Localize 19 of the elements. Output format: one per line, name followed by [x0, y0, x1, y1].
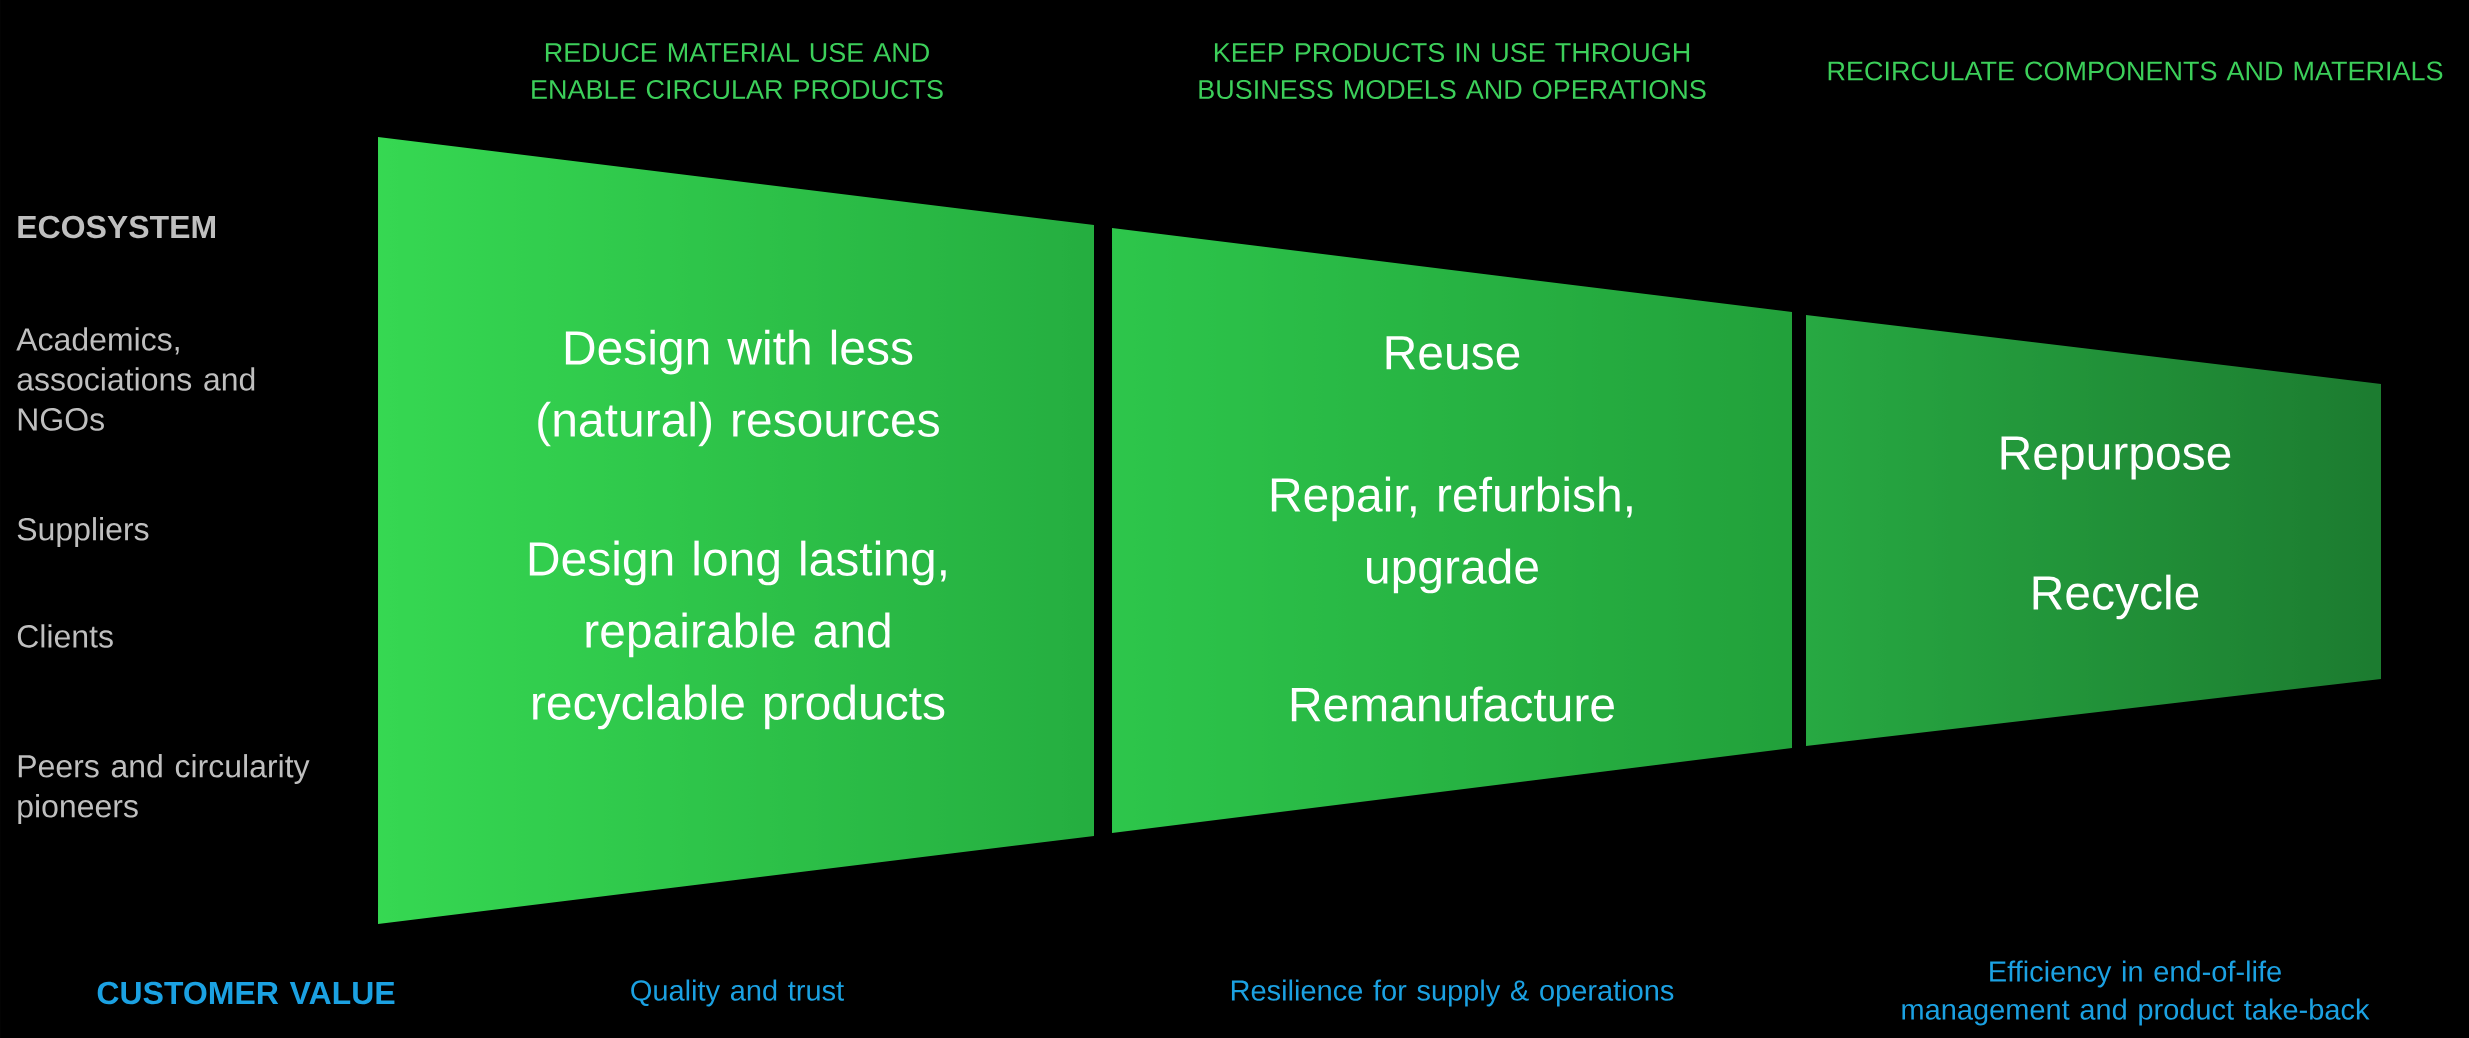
panel-text: Repair, refurbish, upgrade [1271, 476, 1632, 594]
side-heading: ECOSYSTEM [18, 215, 215, 239]
side-heading: CUSTOMER VALUE [97, 981, 395, 1005]
side-label: Academics, associations and NGOs [16, 327, 255, 431]
panel-text: Recycle [2033, 574, 2199, 620]
panel-text: Design long lasting, repairable and recyclable products [529, 540, 946, 730]
value-text: Resilience for supply & operations [1231, 979, 1674, 1007]
side-label: Clients [17, 624, 113, 648]
value-text: Efficiency in end-of-life management and product take-back [1902, 960, 2370, 1026]
column-heading: KEEP PRODUCTS IN USE THROUGH BUSINESS MODELS AND OPERATIONS [1199, 42, 1706, 100]
side-label: Peers and circularity pioneers [18, 754, 310, 824]
side-label: Suppliers [17, 517, 149, 547]
panel-text: Remanufacture [1291, 686, 1614, 722]
column-heading: RECIRCULATE COMPONENTS AND MATERIALS [1828, 61, 2443, 81]
value-text: Quality and trust [631, 979, 844, 1007]
column-heading: REDUCE MATERIAL USE AND ENABLE CIRCULAR PRODUCTS [532, 42, 943, 100]
panel-text: Design with less (natural) resources [538, 329, 939, 447]
panel-text: Repurpose [2001, 436, 2231, 480]
panel-text: Reuse [1386, 336, 1520, 370]
